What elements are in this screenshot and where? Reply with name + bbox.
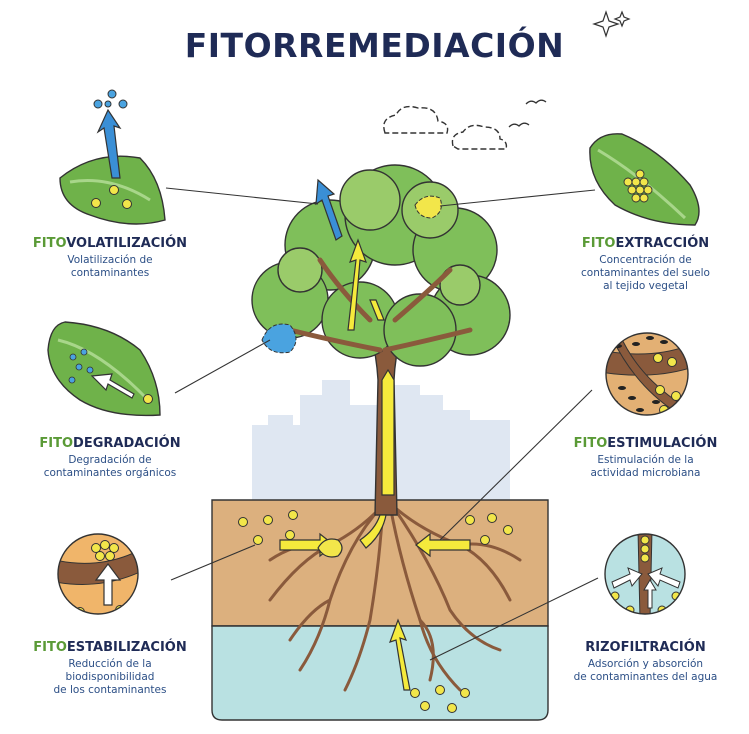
- contaminant-droplet-patch: [261, 323, 297, 354]
- extraction-description: Concentración de contaminantes del suelo…: [581, 254, 710, 292]
- extraction-label: FITOEXTRACCIÓN Concentración de contamin…: [548, 236, 743, 293]
- bird-icon: [508, 99, 547, 128]
- stabilization-description: Reducción de la biodisponibilidad de los…: [53, 658, 167, 696]
- degradation-description: Degradación de contaminantes orgánicos: [43, 454, 177, 479]
- stimulation-description: Estimulación de la actividad microbiana: [590, 454, 701, 479]
- volatilization-label: FITOVOLATILIZACIÓN Volatilización de con…: [10, 236, 210, 280]
- degradation-label: FITODEGRADACIÓN Degradación de contamina…: [10, 436, 210, 480]
- cloud-icon: [383, 105, 508, 150]
- sparkle-icon: [592, 10, 631, 38]
- stabilization-inset: [57, 533, 139, 615]
- root-nodule: [317, 538, 343, 558]
- stimulation-label: FITOESTIMULACIÓN Estimulación de la acti…: [548, 436, 743, 480]
- tree-branches: [287, 257, 473, 353]
- stabilization-label: FITOESTABILIZACIÓN Reducción de la biodi…: [10, 640, 210, 697]
- stimulation-heading: FITOESTIMULACIÓN: [573, 436, 718, 451]
- water-layer: [211, 625, 549, 721]
- rhizofiltration-heading: RIZOFILTRACIÓN: [585, 640, 706, 655]
- page-title: FITORREMEDIACIÓN: [184, 26, 565, 65]
- volatilization-heading: FITOVOLATILIZACIÓN: [32, 236, 188, 251]
- rhizofiltration-description: Adsorción y absorción de contaminantes d…: [573, 658, 718, 683]
- degradation-inset: [47, 321, 161, 417]
- rhizofiltration-label: RIZOFILTRACIÓN Adsorción y absorción de …: [548, 640, 743, 684]
- volatilization-arrow: [315, 178, 343, 241]
- tree-canopy: [251, 164, 511, 367]
- stabilization-heading: FITOESTABILIZACIÓN: [33, 640, 187, 655]
- contaminant-particles: [238, 510, 513, 713]
- connector-lines: [165, 187, 599, 661]
- rhizofiltration-inset: [604, 533, 686, 615]
- volatilization-inset: [59, 89, 166, 225]
- extraction-inset: [589, 133, 700, 226]
- degradation-heading: FITODEGRADACIÓN: [39, 436, 181, 451]
- contaminant-patch: [414, 195, 442, 219]
- uptake-arrows: [279, 238, 471, 691]
- stimulation-inset: [605, 332, 689, 416]
- extraction-heading: FITOEXTRACCIÓN: [581, 236, 710, 251]
- volatilization-description: Volatilización de contaminantes: [67, 254, 153, 279]
